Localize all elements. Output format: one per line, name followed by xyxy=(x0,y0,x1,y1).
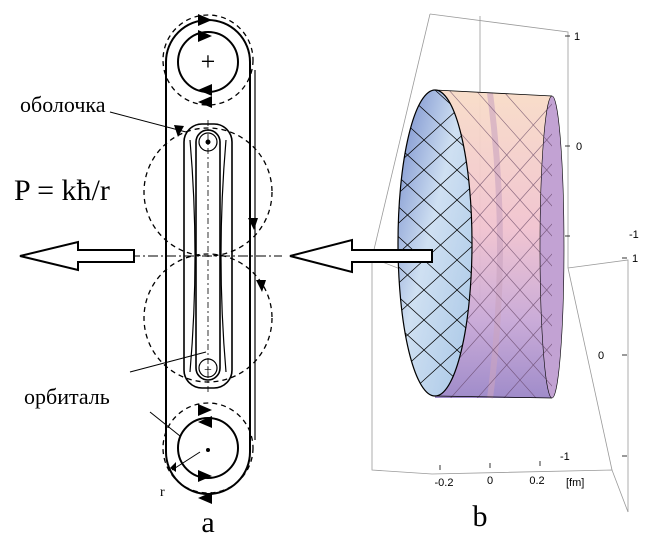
middle-hollow-arrow xyxy=(289,238,433,274)
plus-bottom: + xyxy=(204,363,212,378)
box-top-left xyxy=(371,13,431,259)
box-top-back xyxy=(429,13,569,268)
top-small-dot xyxy=(205,139,211,145)
arrow-bottom xyxy=(198,470,212,482)
panel-a-diagram: + + xyxy=(19,14,282,504)
radius-arrow xyxy=(170,462,176,472)
arrow-right-lower xyxy=(256,280,266,292)
x-tick-pos: 0.2 xyxy=(529,475,544,487)
orbital-leader xyxy=(129,351,207,373)
panel-b-3d-plot xyxy=(289,13,629,513)
shell-label: оболочка xyxy=(20,92,106,117)
top-small-circle xyxy=(198,132,218,152)
orbital-label: орбиталь xyxy=(24,384,110,409)
ru-tick-neg1: -1 xyxy=(629,229,639,241)
arrow-top xyxy=(198,14,212,26)
x-tick-zero: 0 xyxy=(487,475,493,487)
arrow-bottom-top xyxy=(198,404,212,416)
top-dashed-circle xyxy=(162,14,254,106)
shell-leader xyxy=(109,111,187,133)
face-mesh xyxy=(398,90,472,396)
orbital-leader-2 xyxy=(149,411,181,437)
ru-tick-0: 0 xyxy=(576,141,582,153)
radius-label: r xyxy=(160,485,165,500)
plus-top: + xyxy=(201,47,216,76)
shell-rect xyxy=(183,123,233,389)
arrow-top-bottom-2 xyxy=(198,96,212,108)
x-tick-neg: -0.2 xyxy=(435,477,454,489)
radius-line xyxy=(171,451,201,471)
box-right xyxy=(567,259,629,512)
box-inner-right xyxy=(567,267,613,471)
ru-tick-1: 1 xyxy=(574,31,580,43)
rl-tick-0: 0 xyxy=(598,350,604,362)
side-mesh xyxy=(439,90,552,398)
cylinder-back-cap xyxy=(539,95,565,399)
cylinder-ridge xyxy=(487,92,503,399)
cylinder-front-face xyxy=(397,89,473,397)
left-hollow-arrow xyxy=(19,240,135,272)
panel-b-label: b xyxy=(473,500,488,533)
panel-a-label: a xyxy=(201,506,214,539)
rl-tick-1: 1 xyxy=(632,253,638,265)
hourglass-lines xyxy=(189,139,227,373)
box-left xyxy=(371,258,433,475)
formula-label: P = kħ/r xyxy=(14,174,110,207)
bottom-small-circle xyxy=(198,358,218,378)
arrow-bottom-outer xyxy=(198,492,212,504)
arrow-top-bottom xyxy=(198,84,212,96)
orbital-loop xyxy=(195,129,221,381)
bottom-dashed-circle xyxy=(162,402,254,494)
arrow-top-inner xyxy=(198,30,212,42)
arrow-bottom-top-2 xyxy=(198,416,212,428)
arrow-right-upper xyxy=(248,218,258,230)
arrow-left-upper xyxy=(174,125,184,137)
rl-tick-neg1: -1 xyxy=(560,451,570,463)
bottom-center-dot xyxy=(206,448,210,452)
cylinder-outline xyxy=(434,89,553,399)
x-unit: [fm] xyxy=(566,477,584,489)
